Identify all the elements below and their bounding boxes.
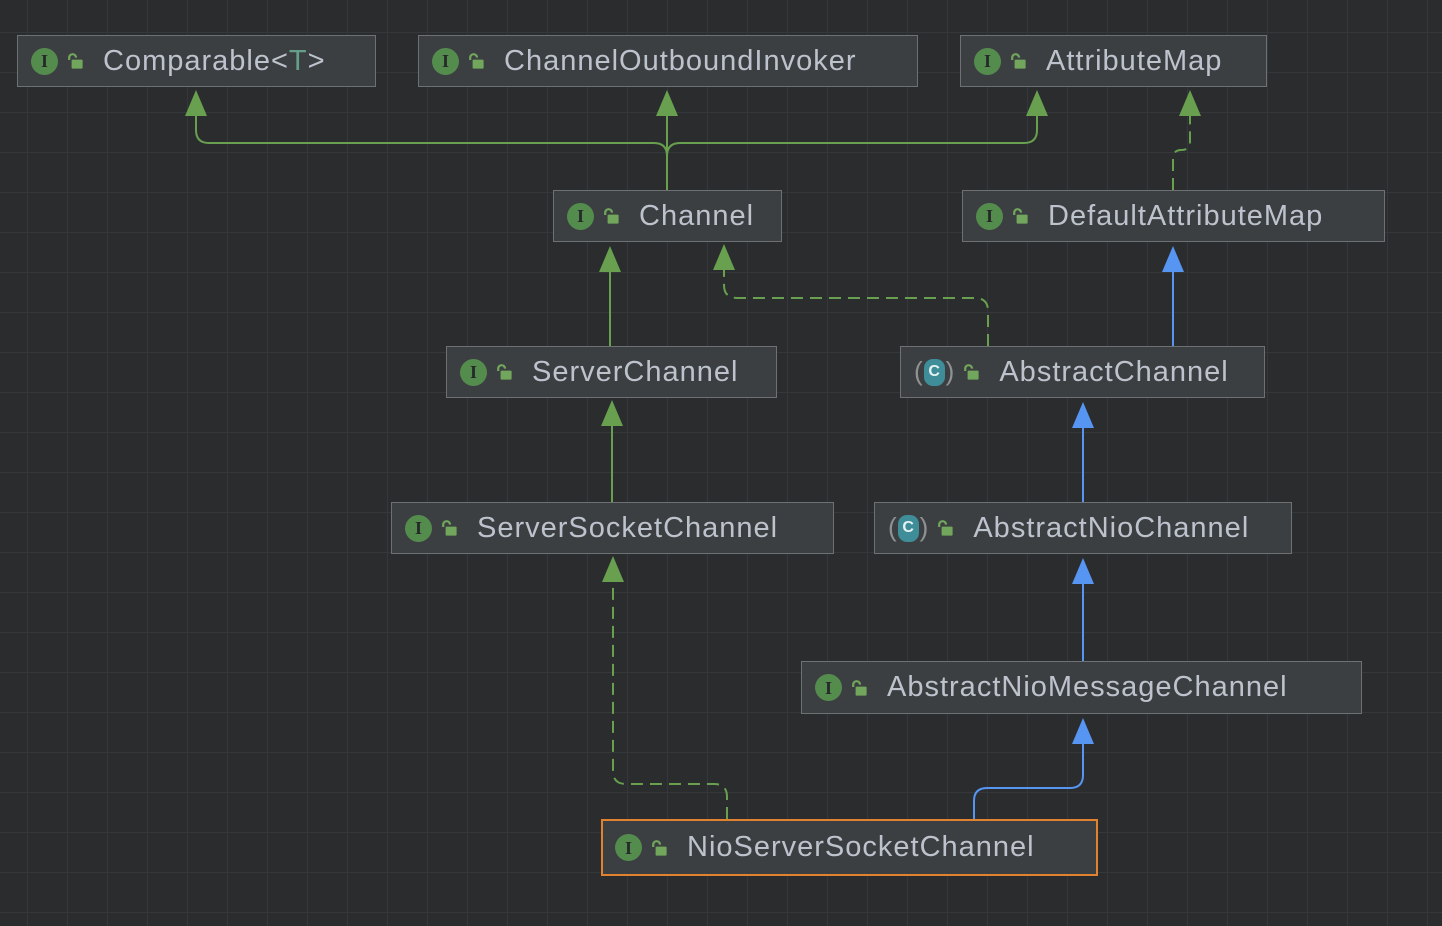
node-label: AttributeMap xyxy=(1046,44,1223,77)
node-label: ChannelOutboundInvoker xyxy=(504,44,857,77)
edge-abstract-channel-extends-default-attribute-map[interactable] xyxy=(1162,246,1184,346)
node-label: ServerChannel xyxy=(532,355,739,388)
node-server-socket-channel[interactable]: I ServerSocketChannel xyxy=(391,502,834,554)
node-label: ServerSocketChannel xyxy=(477,511,779,544)
node-comparable[interactable]: I Comparable<T> xyxy=(17,35,376,87)
node-label: Channel xyxy=(639,199,755,232)
abstract-class-icon: (C) xyxy=(888,512,929,542)
node-abstract-nio-message-channel[interactable]: I AbstractNioMessageChannel xyxy=(801,661,1362,714)
public-lock-icon xyxy=(604,208,619,224)
interface-icon: I xyxy=(974,47,1001,75)
edge-channel-extends-attribute-map[interactable] xyxy=(666,90,1048,190)
node-server-channel[interactable]: I ServerChannel xyxy=(446,346,777,398)
node-label: AbstractChannel xyxy=(999,355,1229,388)
node-default-attribute-map[interactable]: I DefaultAttributeMap xyxy=(962,190,1385,242)
interface-icon: I xyxy=(567,202,594,230)
edge-nio-server-socket-channel-implements-server-socket-channel[interactable] xyxy=(602,556,728,819)
edge-default-attribute-map-implements-attribute-map[interactable] xyxy=(1172,90,1201,190)
inheritance-arrowhead xyxy=(1072,718,1094,744)
abstract-class-icon: (C) xyxy=(914,356,955,386)
inheritance-arrowhead xyxy=(713,244,735,270)
node-attribute-map[interactable]: I AttributeMap xyxy=(960,35,1267,87)
inheritance-arrowhead xyxy=(1162,246,1184,272)
public-lock-icon xyxy=(442,520,457,536)
node-label: DefaultAttributeMap xyxy=(1048,199,1324,232)
node-label: NioServerSocketChannel xyxy=(687,831,1035,863)
inheritance-arrowhead xyxy=(1179,90,1201,116)
edge-abstract-nio-message-channel-extends-abstract-nio-channel[interactable] xyxy=(1072,558,1094,661)
interface-icon: I xyxy=(815,674,842,701)
node-label: Comparable<T> xyxy=(103,44,326,77)
interface-icon: I xyxy=(432,47,459,75)
node-channel-outbound-invoker[interactable]: I ChannelOutboundInvoker xyxy=(418,35,918,87)
edge-nio-server-socket-channel-extends-abstract-nio-message-channel[interactable] xyxy=(973,718,1094,819)
interface-icon: I xyxy=(976,202,1003,230)
public-lock-icon xyxy=(497,364,512,380)
inheritance-arrowhead xyxy=(1072,402,1094,428)
edge-channel-extends-comparable[interactable] xyxy=(185,90,668,190)
node-abstract-channel[interactable]: (C) AbstractChannel xyxy=(900,346,1265,398)
public-lock-icon xyxy=(852,679,867,696)
inheritance-arrowhead xyxy=(599,246,621,272)
edge-abstract-channel-implements-channel[interactable] xyxy=(713,244,989,346)
public-lock-icon xyxy=(1013,208,1028,224)
inheritance-arrowhead xyxy=(601,400,623,426)
node-label: AbstractNioChannel xyxy=(973,511,1250,544)
generic-type-param: T xyxy=(288,44,308,77)
node-nio-server-socket-channel[interactable]: I NioServerSocketChannel xyxy=(601,819,1098,876)
edge-server-channel-extends-channel[interactable] xyxy=(599,246,621,346)
inheritance-arrowhead xyxy=(1072,558,1094,584)
interface-icon: I xyxy=(31,47,58,75)
interface-icon: I xyxy=(615,834,642,861)
edge-server-socket-channel-extends-server-channel[interactable] xyxy=(601,400,623,502)
public-lock-icon xyxy=(68,53,83,69)
node-abstract-nio-channel[interactable]: (C) AbstractNioChannel xyxy=(874,502,1292,554)
node-channel[interactable]: I Channel xyxy=(553,190,782,242)
public-lock-icon xyxy=(469,53,484,69)
interface-icon: I xyxy=(405,514,432,542)
inheritance-arrowhead xyxy=(1026,90,1048,116)
inheritance-arrowhead xyxy=(656,90,678,116)
public-lock-icon xyxy=(1011,53,1026,69)
edge-abstract-nio-channel-extends-abstract-channel[interactable] xyxy=(1072,402,1094,502)
public-lock-icon xyxy=(652,839,667,856)
inheritance-arrowhead xyxy=(185,90,207,116)
inheritance-arrowhead xyxy=(602,556,624,582)
public-lock-icon xyxy=(964,364,979,380)
interface-icon: I xyxy=(460,358,487,386)
node-label: AbstractNioMessageChannel xyxy=(887,671,1288,703)
public-lock-icon xyxy=(938,520,953,536)
